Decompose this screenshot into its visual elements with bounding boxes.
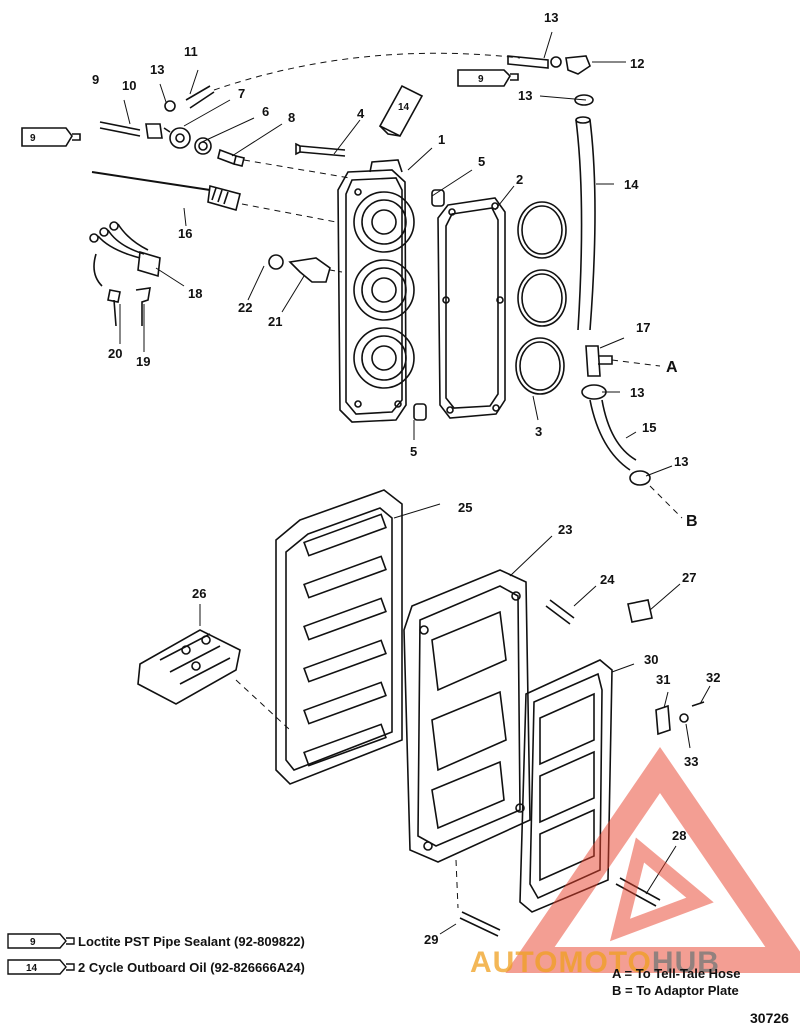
part-label: 7 xyxy=(238,86,245,101)
part-label: 13 xyxy=(630,385,644,400)
part-label: 29 xyxy=(424,932,438,947)
clip-part xyxy=(135,287,151,326)
dowel-pin-part xyxy=(413,403,427,421)
clamp-part xyxy=(164,100,176,112)
part-label: 13 xyxy=(518,88,532,103)
part-label: 10 xyxy=(122,78,136,93)
screw-part xyxy=(107,289,121,327)
reference-number: 30726 xyxy=(750,1010,789,1026)
temperature-sensor-part xyxy=(91,171,337,223)
part-label: 16 xyxy=(178,226,192,241)
part-label: 20 xyxy=(108,346,122,361)
o-rings-part xyxy=(515,201,567,395)
screw-part xyxy=(99,121,141,137)
cylinder-head-part xyxy=(337,159,415,423)
tee-fitting-part xyxy=(565,55,591,75)
part-label: 32 xyxy=(706,670,720,685)
transfer-plate-part xyxy=(403,569,531,863)
dowel-pin-part xyxy=(431,189,445,207)
oil-tube-icon xyxy=(378,84,424,138)
tube-label: 14 xyxy=(398,102,410,113)
watermark-text-part2: HUB xyxy=(651,946,720,979)
hose-part xyxy=(589,399,637,471)
elbow-fitting-part xyxy=(145,123,163,139)
plug-part xyxy=(268,254,284,270)
screw-part xyxy=(691,701,705,707)
part-label: 17 xyxy=(636,320,650,335)
legend-item: 9 Loctite PST Pipe Sealant (92-809822) xyxy=(6,930,305,952)
tee-fitting-part xyxy=(585,345,601,377)
sender-part xyxy=(288,257,331,283)
note-a: A = To Tell-Tale Hose xyxy=(612,966,741,981)
legend-item: 14 2 Cycle Outboard Oil (92-826666A24) xyxy=(6,956,305,978)
part-label: 8 xyxy=(288,110,295,125)
part-label: 1 xyxy=(438,132,445,147)
legend-tube-number: 14 xyxy=(26,963,38,974)
part-label: 24 xyxy=(600,572,615,587)
watermark-text-part1: AUTOMOTO xyxy=(470,946,652,979)
part-label: 3 xyxy=(535,424,542,439)
part-label: 5 xyxy=(410,444,417,459)
clamp-part xyxy=(629,470,651,486)
tube-label: 9 xyxy=(30,133,36,144)
clamp-part xyxy=(550,56,562,68)
part-label: 27 xyxy=(682,570,696,585)
part-label: 33 xyxy=(684,754,698,769)
part-label: 19 xyxy=(136,354,150,369)
part-label: 23 xyxy=(558,522,572,537)
part-label: 31 xyxy=(656,672,670,687)
part-label: 14 xyxy=(624,177,639,192)
part-label: 13 xyxy=(150,62,164,77)
watermark-text: AUTOMOTOHUB xyxy=(470,946,720,980)
screw-part xyxy=(545,599,575,625)
clamp-part xyxy=(574,94,594,106)
part-label: 5 xyxy=(478,154,485,169)
connection-label-a: A xyxy=(666,359,678,376)
connection-label-b: B xyxy=(686,513,698,530)
sealant-tube-icon: 9 xyxy=(7,933,75,949)
oil-tube-icon: 14 xyxy=(7,959,75,975)
clip-part xyxy=(655,704,671,736)
hose-part xyxy=(185,85,215,109)
bracket-part xyxy=(627,599,653,623)
part-number-labels: 1 2 3 4 5 5 6 7 8 9 10 11 12 13 13 13 13… xyxy=(30,10,720,947)
part-label: 9 xyxy=(92,72,99,87)
transfer-gasket-part xyxy=(275,489,403,785)
legend: 9 Loctite PST Pipe Sealant (92-809822) 1… xyxy=(6,930,305,978)
hose-part xyxy=(507,55,549,69)
legend-tube-number: 9 xyxy=(30,937,36,948)
part-label: 2 xyxy=(516,172,523,187)
reed-block-part xyxy=(137,629,241,705)
part-label: 28 xyxy=(672,828,686,843)
part-label: 11 xyxy=(184,44,198,59)
washer-part xyxy=(679,713,689,723)
fitting-parts xyxy=(163,127,245,167)
part-label: 18 xyxy=(188,286,202,301)
part-label: 30 xyxy=(644,652,658,667)
legend-text: 2 Cycle Outboard Oil (92-826666A24) xyxy=(78,959,305,975)
part-label: 15 xyxy=(642,420,656,435)
long-hose-part xyxy=(575,119,596,331)
part-label: 12 xyxy=(630,56,644,71)
part-label: 22 xyxy=(238,300,252,315)
part-label: 25 xyxy=(458,500,472,515)
head-gasket-part xyxy=(437,197,506,419)
part-label: 4 xyxy=(357,106,365,121)
note-b: B = To Adaptor Plate xyxy=(612,983,739,998)
part-label: 6 xyxy=(262,104,269,119)
legend-text: Loctite PST Pipe Sealant (92-809822) xyxy=(78,933,305,949)
sealant-tube-icon xyxy=(457,69,519,87)
part-label: 13 xyxy=(544,10,558,25)
watermark-logo xyxy=(505,746,800,973)
part-label: 21 xyxy=(268,314,282,329)
screw-part xyxy=(459,911,501,937)
tube-label: 9 xyxy=(478,74,484,85)
sealant-tube-icon xyxy=(21,127,81,147)
part-label: 26 xyxy=(192,586,206,601)
part-label: 13 xyxy=(674,454,688,469)
wiring-harness-part xyxy=(89,221,161,287)
